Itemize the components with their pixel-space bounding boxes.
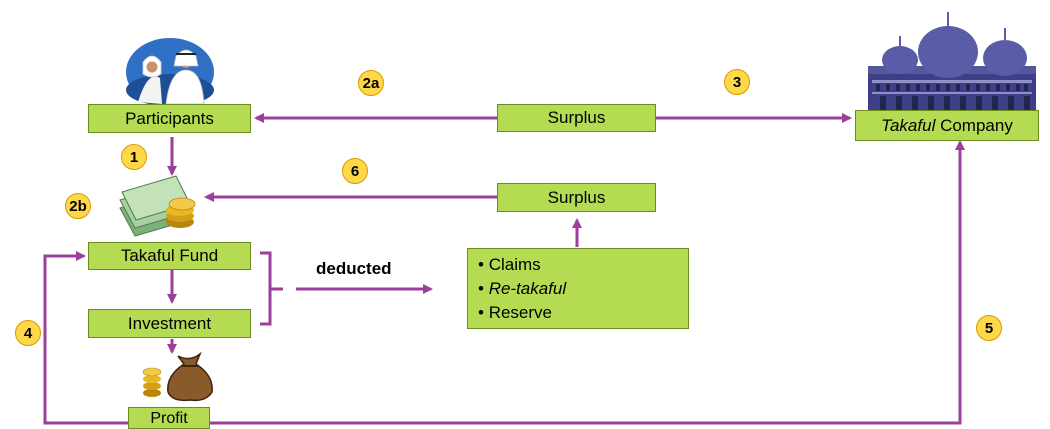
takaful-fund-box: Takaful Fund [88,242,251,270]
step-badge-3: 3 [724,69,750,95]
surplus-mid-label: Surplus [547,187,606,207]
takaful-company-label: Takaful Company [881,116,1013,136]
bullet: • [478,255,484,274]
participants-label: Participants [125,108,214,128]
deduction-label: Claims [488,255,541,274]
takaful-fund-label: Takaful Fund [120,246,219,265]
participants-box: Participants [88,104,251,133]
connectors [43,113,965,425]
money-bag-icon [142,351,213,402]
bullet: • [478,279,484,298]
takaful-company-rest: Company [935,115,1013,135]
money-stack-icon [119,175,196,237]
step-badge-5: 5 [976,315,1002,341]
deduction-label: Reserve [488,303,552,322]
step-badge-2a: 2a [358,70,384,96]
surplus-top-box: Surplus [497,104,656,132]
people-icon [126,38,214,106]
arrow-profit-to-fund [43,251,130,425]
step-badge-1: 1 [121,144,147,170]
deduction-label: Re-takaful [488,279,567,298]
step-badge-4: 4 [15,320,41,346]
investment-label: Investment [127,313,212,333]
mosque-icon [868,12,1036,112]
deduction-item-retakaful: • Re-takaful [478,277,678,301]
investment-box: Investment [88,309,251,338]
arrow-profit-to-company [209,140,965,425]
surplus-top-label: Surplus [547,108,606,127]
bullet: • [478,303,484,322]
step-badge-2b: 2b [65,193,91,219]
takaful-company-box: Takaful Company [855,110,1039,141]
deduction-item-claims: • Claims [478,253,678,277]
deducted-label: deducted [316,259,392,278]
surplus-mid-box: Surplus [497,183,656,212]
takaful-company-italic: Takaful [881,115,936,135]
bracket-fund-investment [260,251,283,326]
deduction-item-reserve: • Reserve [478,301,678,325]
profit-label: Profit [150,410,188,427]
step-badge-6: 6 [342,158,368,184]
profit-box: Profit [128,407,210,429]
deductions-box: • Claims • Re-takaful • Reserve [467,248,689,329]
